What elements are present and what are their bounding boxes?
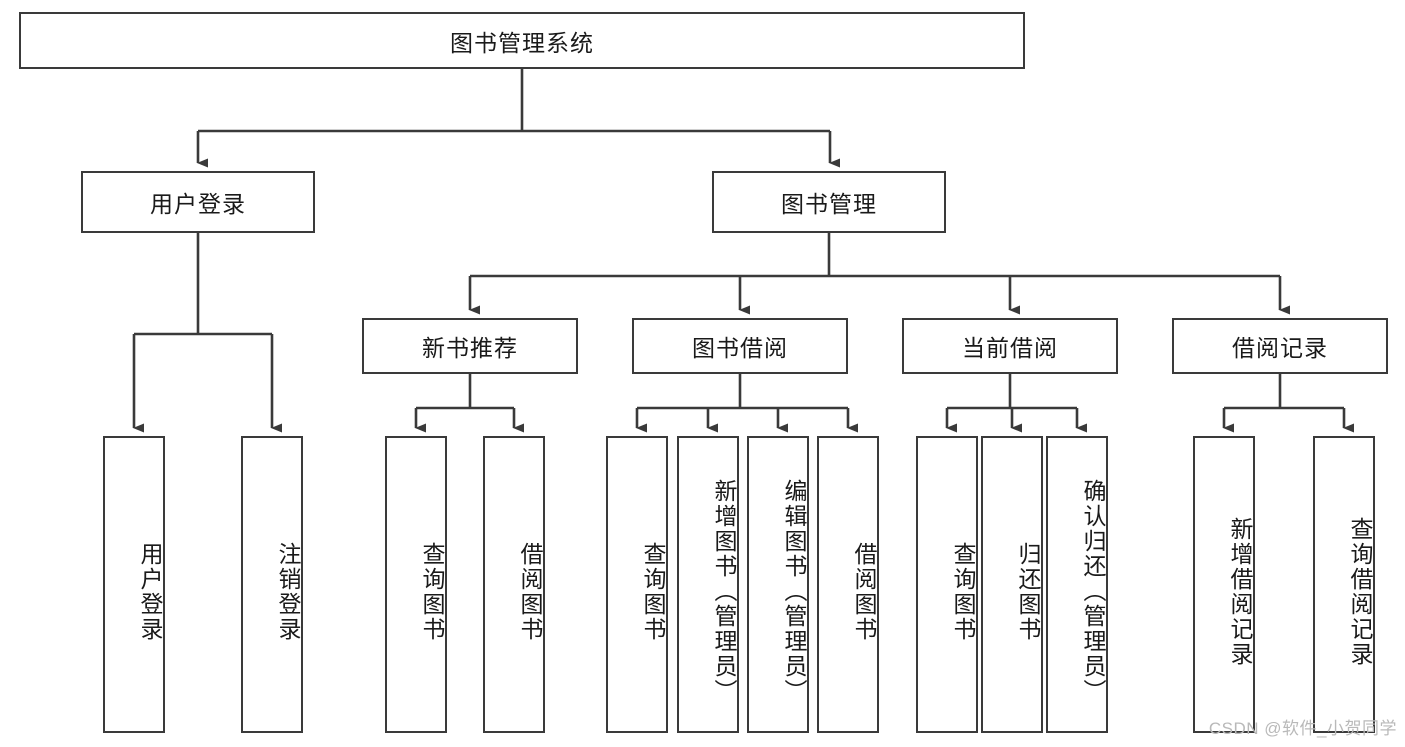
leaf-edit-book-admin[interactable]: 编辑图书（管理员）: [747, 436, 809, 733]
leaf-add-borrow-record[interactable]: 新增借阅记录: [1193, 436, 1255, 733]
node-user-login[interactable]: 用户登录: [81, 171, 315, 233]
node-current-borrow[interactable]: 当前借阅: [902, 318, 1118, 374]
leaf-borrow-book-recommend[interactable]: 借阅图书: [483, 436, 545, 733]
node-root[interactable]: 图书管理系统: [19, 12, 1025, 69]
node-new-book-recommend[interactable]: 新书推荐: [362, 318, 578, 374]
leaf-borrow-book[interactable]: 借阅图书: [817, 436, 879, 733]
node-book-borrow[interactable]: 图书借阅: [632, 318, 848, 374]
leaf-query-borrow-record[interactable]: 查询借阅记录: [1313, 436, 1375, 733]
leaf-return-book[interactable]: 归还图书: [981, 436, 1043, 733]
leaf-query-book-recommend[interactable]: 查询图书: [385, 436, 447, 733]
leaf-add-book-admin[interactable]: 新增图书（管理员）: [677, 436, 739, 733]
leaf-logout[interactable]: 注销登录: [241, 436, 303, 733]
leaf-query-book-borrow[interactable]: 查询图书: [606, 436, 668, 733]
node-book-management[interactable]: 图书管理: [712, 171, 946, 233]
leaf-query-book-current[interactable]: 查询图书: [916, 436, 978, 733]
leaf-user-login[interactable]: 用户登录: [103, 436, 165, 733]
leaf-confirm-return-admin[interactable]: 确认归还（管理员）: [1046, 436, 1108, 733]
watermark: CSDN @软件_小贺同学: [1208, 719, 1397, 738]
node-borrow-record[interactable]: 借阅记录: [1172, 318, 1388, 374]
